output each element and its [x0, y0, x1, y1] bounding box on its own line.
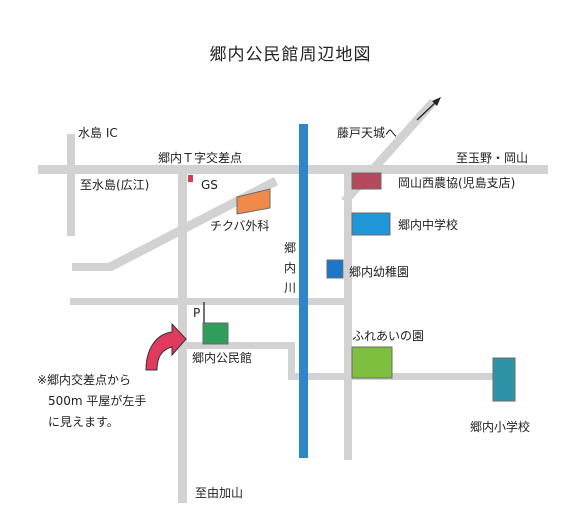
note-line: 500m 平屋が左手 [48, 394, 147, 408]
road-lower-vertical [288, 342, 295, 380]
label-parking: P [193, 306, 201, 320]
label-chikuba: チクバ外科 [210, 219, 270, 233]
nokyo-building [351, 172, 382, 190]
direction-arrow-icon [416, 97, 441, 121]
chikuba-building [236, 188, 271, 215]
label-gs: GS [201, 178, 218, 192]
road-main-horizontal [38, 165, 548, 174]
road-north-south [178, 165, 187, 503]
label-elementary: 郷内小学校 [470, 420, 531, 434]
road-diagonal-west [72, 177, 278, 271]
road-lower-horizontal-2 [288, 373, 500, 380]
curved-arrow-icon [145, 322, 187, 371]
gs-marker [188, 175, 193, 182]
label-river: 郷内川 [283, 241, 296, 295]
road-mizushima-ic [67, 134, 75, 236]
road-east-vertical [344, 170, 352, 460]
label-to-yuka: 至由加山 [195, 486, 244, 500]
label-mizushima-ic: 水島 IC [78, 126, 118, 140]
label-nokyo: 岡山西農協(児島支店) [398, 176, 516, 190]
label-fureai: ふれあいの園 [352, 329, 425, 343]
elementary-building [492, 357, 516, 402]
road-lower-horizontal-1 [187, 342, 295, 349]
label-t-intersection: 郷内Ｔ字交差点 [158, 151, 243, 165]
fureai-building [351, 346, 393, 379]
road-middle-horizontal [70, 298, 345, 305]
kominkan-building [202, 322, 229, 345]
river [299, 124, 308, 458]
junior-high-building [351, 212, 391, 236]
label-kindergarten: 郷内幼稚園 [349, 265, 410, 279]
note-line: に見えます。 [48, 415, 119, 429]
label-to-mizushima: 至水島(広江) [80, 178, 150, 192]
label-fujito: 藤戸天城へ [337, 126, 398, 140]
kindergarten-building [326, 259, 344, 279]
label-kominkan: 郷内公民館 [192, 351, 253, 365]
label-to-tamano: 至玉野・岡山 [456, 151, 529, 165]
note-line: ※郷内交差点から [37, 373, 132, 387]
label-junior-high: 郷内中学校 [398, 218, 459, 232]
map-title: 郷内公民館周辺地図 [209, 45, 372, 65]
